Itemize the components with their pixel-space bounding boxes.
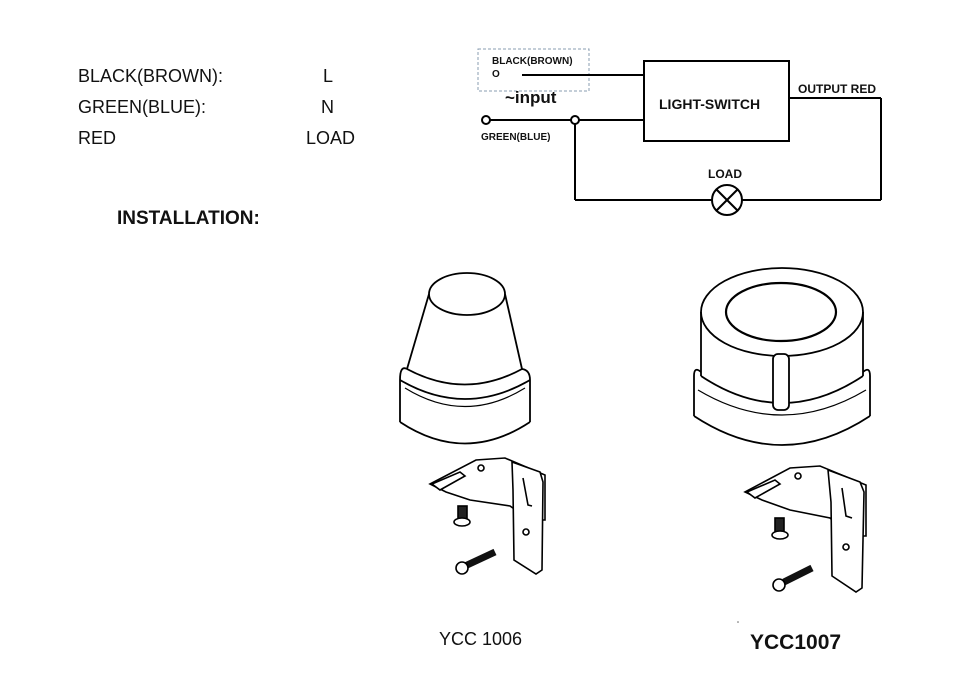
neutral-junction bbox=[570, 115, 580, 125]
installation-title: INSTALLATION: bbox=[117, 208, 260, 229]
input-top-terminal: O bbox=[492, 69, 500, 80]
lamp-icon bbox=[711, 184, 743, 216]
speck bbox=[737, 621, 739, 623]
legend-terminal-l: L bbox=[323, 66, 334, 86]
output-label: OUTPUT RED bbox=[798, 82, 876, 96]
input-label-box bbox=[477, 48, 590, 92]
light-switch-label: LIGHT-SWITCH bbox=[659, 96, 761, 112]
legend-terminal-load: LOAD bbox=[306, 128, 356, 148]
legend-terminal-n: N bbox=[321, 97, 334, 117]
model-label-ycc1007: YCC1007 bbox=[750, 631, 842, 654]
light-switch-box bbox=[643, 60, 790, 142]
load-label: LOAD bbox=[708, 167, 742, 181]
ycc1006-bracket-illustration bbox=[428, 457, 546, 575]
input-label: ~input bbox=[505, 88, 557, 107]
legend-wire-black: BLACK(BROWN): bbox=[78, 66, 224, 86]
ycc1007-bracket-illustration bbox=[743, 465, 867, 593]
neutral-terminal bbox=[481, 115, 491, 125]
legend-wire-green: GREEN(BLUE): bbox=[78, 97, 207, 117]
ycc1007-sensor-illustration bbox=[693, 267, 871, 446]
ycc1006-sensor-illustration bbox=[399, 272, 531, 445]
input-bottom-label: GREEN(BLUE) bbox=[481, 132, 551, 143]
input-top-label: BLACK(BROWN) bbox=[492, 56, 573, 67]
model-label-ycc1006: YCC 1006 bbox=[439, 629, 523, 649]
legend-wire-red: RED bbox=[78, 128, 117, 148]
